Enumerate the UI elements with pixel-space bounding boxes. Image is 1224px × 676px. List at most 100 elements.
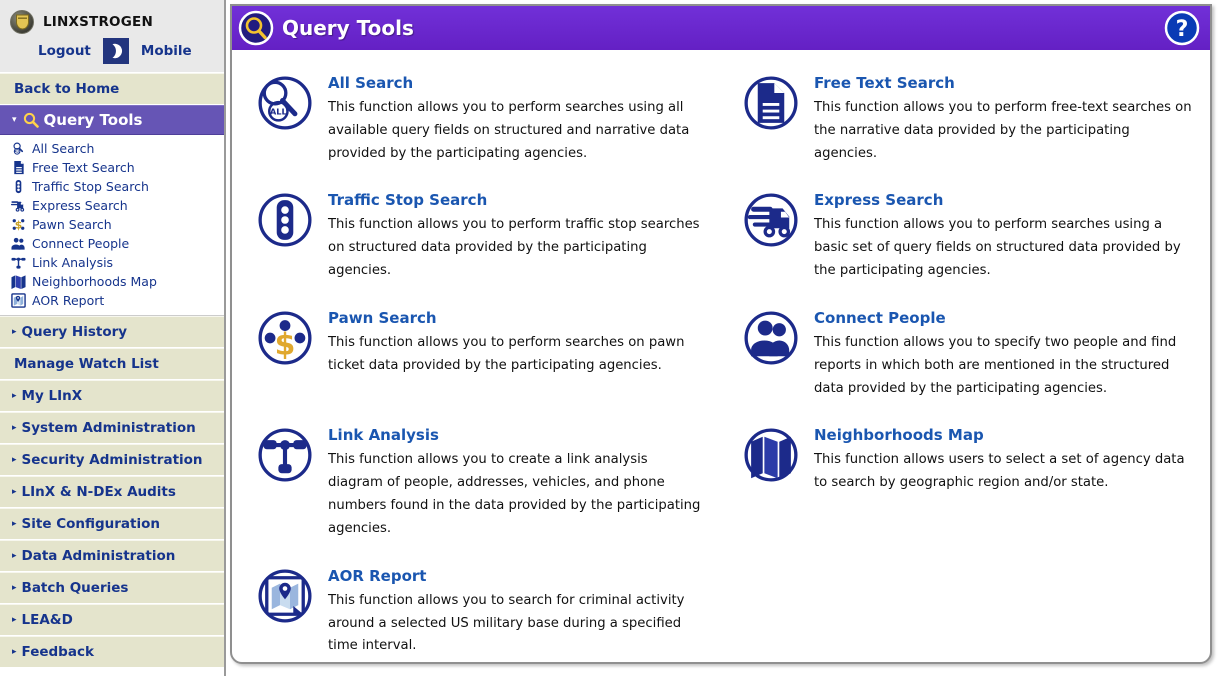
magnifier-all-icon: ALL: [10, 141, 26, 157]
sidebar-item-manage-watch-list[interactable]: Manage Watch List: [0, 348, 224, 380]
map-report-icon[interactable]: [256, 567, 314, 625]
moon-icon[interactable]: [102, 38, 129, 64]
sidebar-item-label: My LInX: [21, 388, 83, 404]
sidebar-subitem-label: Traffic Stop Search: [32, 179, 149, 194]
sidebar-item-batch-queries[interactable]: ▸Batch Queries: [0, 572, 224, 604]
sidebar-item-label: Query History: [21, 324, 128, 340]
shield-badge-icon: [10, 10, 34, 34]
tool-title-link[interactable]: Link Analysis: [328, 426, 439, 445]
chevron-right-icon: ▸: [12, 518, 17, 529]
tool-title-link[interactable]: AOR Report: [328, 566, 427, 585]
sidebar-subitem-express-search[interactable]: Express Search: [0, 196, 224, 215]
tool-title-link[interactable]: Traffic Stop Search: [328, 191, 488, 210]
tool-title-link[interactable]: Free Text Search: [814, 74, 955, 92]
map-icon[interactable]: [742, 426, 800, 484]
dollar-dots-icon: $: [10, 217, 26, 233]
tool-description: This function allows you to perform free…: [814, 100, 1192, 161]
chevron-right-icon: ▸: [12, 390, 17, 401]
user-links: Logout Mobile: [0, 36, 224, 66]
sidebar-item-back-to-home[interactable]: Back to Home: [0, 73, 224, 105]
sidebar-subitem-connect-people[interactable]: Connect People: [0, 234, 224, 253]
sidebar-item-label: LEA&D: [21, 612, 73, 628]
sidebar-subitem-label: Connect People: [32, 236, 130, 251]
sidebar-item-lea-d[interactable]: ▸ LEA&D: [0, 604, 224, 636]
traffic-light-icon[interactable]: [256, 191, 314, 249]
chevron-right-icon: ▸: [12, 422, 17, 433]
tool-title-link[interactable]: All Search: [328, 74, 414, 92]
sidebar-subitem-label: Pawn Search: [32, 217, 112, 232]
link-node-icon: [10, 255, 26, 271]
link-node-icon[interactable]: [256, 426, 314, 484]
tool-description: This function allows you to perform sear…: [328, 100, 690, 161]
magnifier-all-icon[interactable]: [256, 74, 314, 132]
svg-text:ALL: ALL: [13, 149, 19, 153]
tool-title-link[interactable]: Connect People: [814, 308, 946, 327]
sidebar-subitem-aor-report[interactable]: AOR Report: [0, 291, 224, 310]
sidebar-item-site-configuration[interactable]: ▸ Site Configuration: [0, 508, 224, 540]
tool-title-link[interactable]: Express Search: [814, 191, 944, 210]
chevron-right-icon: ▸: [12, 614, 17, 625]
map-report-icon: [10, 293, 26, 309]
dollar-dots-icon[interactable]: [256, 309, 314, 367]
tool-title-link[interactable]: Pawn Search: [328, 308, 437, 327]
tool-description: This function allows you to perform sear…: [814, 217, 1181, 279]
user-block: LINXSTROGEN Logout Mobile: [0, 0, 224, 73]
document-icon: [10, 160, 26, 176]
sidebar-subitem-label: AOR Report: [32, 293, 105, 308]
sidebar-subitem-free-text-search[interactable]: Free Text Search: [0, 158, 224, 177]
chevron-right-icon: ▸: [12, 646, 17, 657]
sidebar-item-my-linx[interactable]: ▸ My LInX: [0, 380, 224, 412]
tool-title-link[interactable]: Neighborhoods Map: [814, 426, 984, 445]
chevron-right-icon: ▸: [12, 486, 17, 497]
mobile-link[interactable]: Mobile: [140, 43, 192, 59]
sidebar-item-feedback[interactable]: ▸Feedback: [0, 636, 224, 668]
user-row: LINXSTROGEN: [0, 8, 224, 36]
traffic-light-icon: [10, 179, 26, 195]
sidebar-subitem-label: Free Text Search: [32, 160, 135, 175]
tool-description: This function allows users to select a s…: [814, 452, 1185, 491]
people-icon[interactable]: [742, 309, 800, 367]
sidebar-item-label: Data Administration: [21, 548, 176, 564]
page-title: Query Tools: [282, 16, 414, 40]
query-tools-label: Query Tools: [43, 111, 143, 129]
chevron-right-icon: ▸: [12, 454, 17, 465]
document-icon[interactable]: [742, 74, 800, 132]
sidebar-item-label: Site Configuration: [21, 516, 160, 532]
logout-link[interactable]: Logout: [38, 43, 91, 59]
sidebar-subitem-link-analysis[interactable]: Link Analysis: [0, 253, 224, 272]
help-question-icon[interactable]: ?: [1164, 10, 1200, 46]
sidebar-subitem-traffic-stop-search[interactable]: Traffic Stop Search: [0, 177, 224, 196]
username-label: LINXSTROGEN: [43, 14, 153, 30]
sidebar-subitem-pawn-search[interactable]: $ Pawn Search: [0, 215, 224, 234]
truck-icon[interactable]: [742, 191, 800, 249]
sidebar-item-linx-n-dex-audits[interactable]: ▸LInX & N-DEx Audits: [0, 476, 224, 508]
sidebar-item-system-administration[interactable]: ▸System Administration: [0, 412, 224, 444]
sidebar-item-query-tools[interactable]: ▾ Query Tools: [0, 105, 224, 135]
sidebar-subitem-neighborhoods-map[interactable]: Neighborhoods Map: [0, 272, 224, 291]
sidebar-item-security-administration[interactable]: ▸Security Administration: [0, 444, 224, 476]
sidebar-item-data-administration[interactable]: ▸Data Administration: [0, 540, 224, 572]
sidebar-item-query-history[interactable]: ▸Query History: [0, 316, 224, 348]
